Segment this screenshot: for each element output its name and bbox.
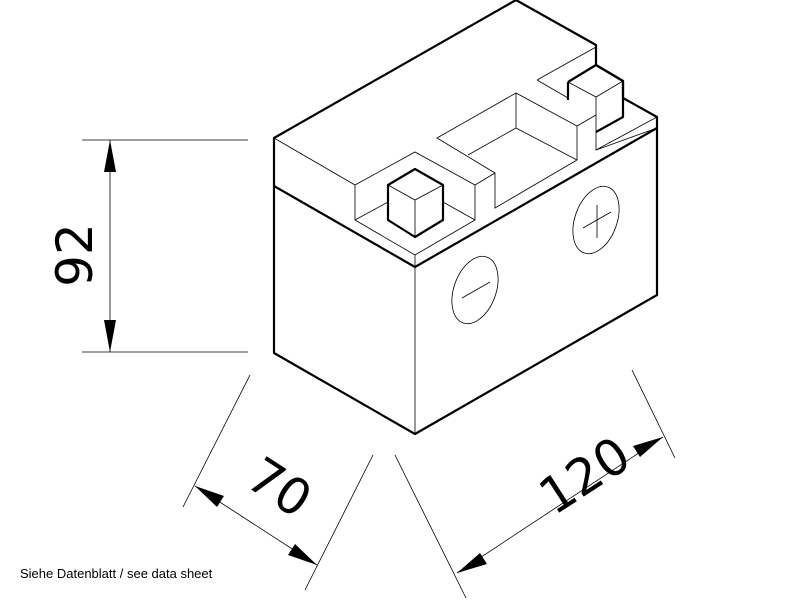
battery-body	[272, 0, 659, 436]
positive-terminal-post	[566, 63, 625, 133]
negative-terminal-post	[386, 167, 445, 239]
negative-symbol-icon	[451, 255, 499, 325]
depth-dimension: 70	[182, 374, 374, 591]
height-label: 92	[46, 223, 104, 287]
positive-symbol-icon	[572, 185, 620, 255]
length-label: 120	[529, 425, 641, 526]
length-dimension: 120	[394, 369, 676, 599]
height-dimension: 92	[46, 139, 248, 353]
footnote: Siehe Datenblatt / see data sheet	[20, 566, 213, 581]
depth-label: 70	[237, 446, 322, 529]
